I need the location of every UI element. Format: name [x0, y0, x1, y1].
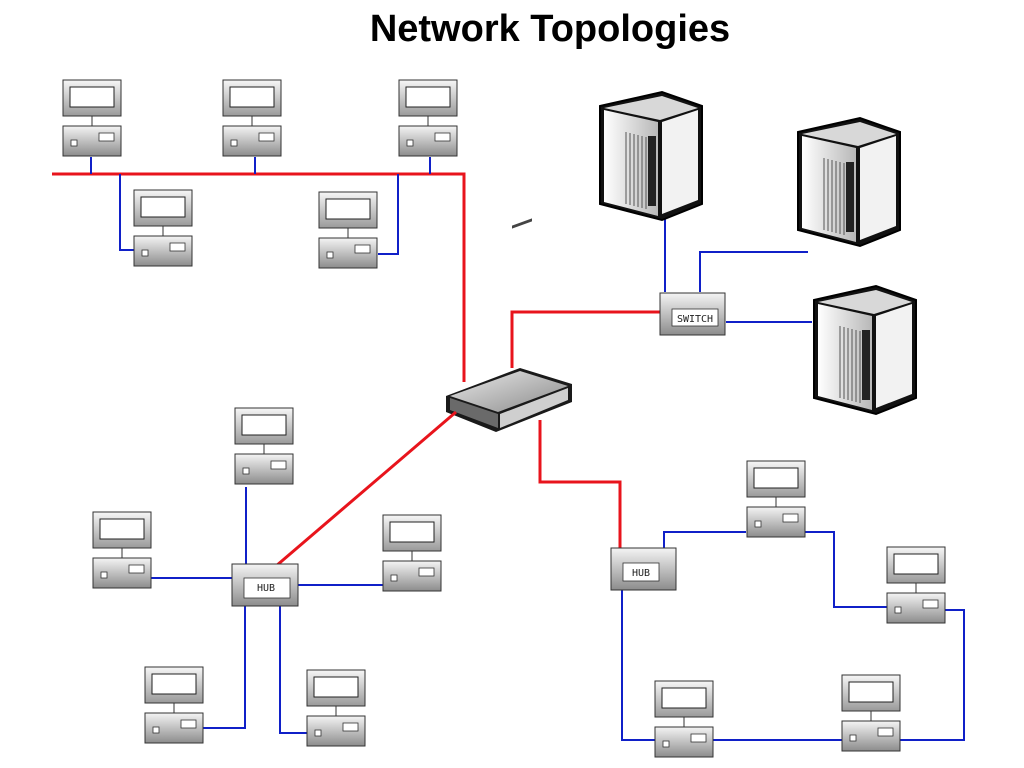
router-icon[interactable] — [446, 218, 572, 432]
workstation-icon[interactable] — [654, 680, 714, 758]
server-icon[interactable] — [813, 285, 917, 415]
bus-topology — [52, 79, 466, 382]
hub-label: HUB — [632, 568, 650, 579]
workstation-icon[interactable] — [746, 460, 806, 538]
workstation-icon[interactable] — [62, 79, 122, 157]
workstation-icon[interactable] — [398, 79, 458, 157]
workstation-icon[interactable] — [841, 674, 901, 752]
workstation-icon[interactable] — [222, 79, 282, 157]
workstation-icon[interactable] — [886, 546, 946, 624]
server-icon[interactable] — [599, 91, 703, 221]
workstation-icon[interactable] — [382, 514, 442, 592]
star-topology: HUB — [92, 407, 442, 747]
workstation-icon[interactable] — [318, 191, 378, 269]
page-title: Network Topologies — [369, 8, 731, 50]
hub-label: HUB — [257, 583, 275, 594]
workstation-icon[interactable] — [234, 407, 294, 485]
bus-backbone — [52, 172, 466, 382]
hub-icon[interactable]: HUB — [231, 563, 299, 607]
workstation-icon[interactable] — [133, 189, 193, 267]
server-switch-segment: SWITCH — [510, 91, 917, 415]
server-icon[interactable] — [797, 117, 901, 247]
workstation-icon[interactable] — [144, 666, 204, 744]
workstation-icon[interactable] — [306, 669, 366, 747]
workstation-icon[interactable] — [92, 511, 152, 589]
switch-icon[interactable]: SWITCH — [659, 292, 726, 336]
ring-topology: HUB — [610, 460, 965, 758]
hub-icon[interactable]: HUB — [610, 547, 677, 591]
switch-label: SWITCH — [677, 314, 713, 325]
